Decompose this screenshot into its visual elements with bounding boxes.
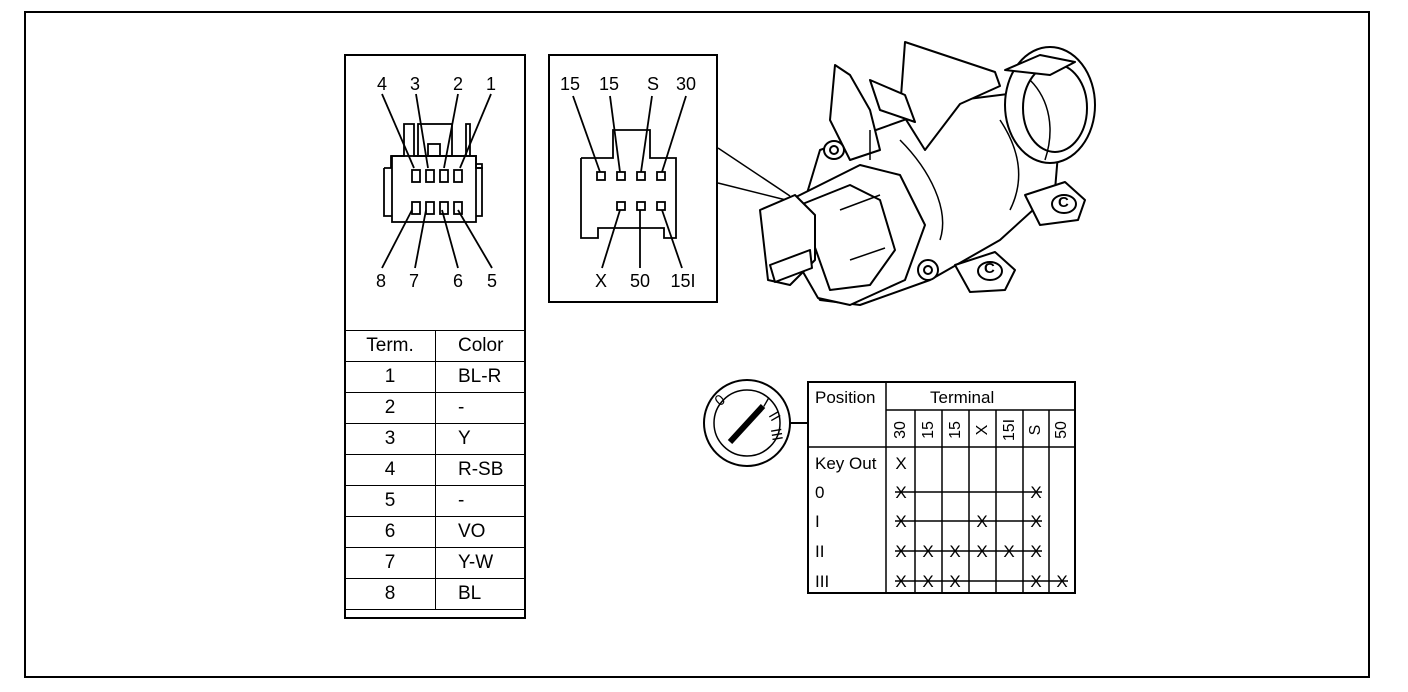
terminal-col-15i: 15I: [1001, 418, 1018, 442]
table-row: 2-: [344, 392, 526, 424]
connection-mark: X: [976, 512, 988, 531]
mount-mark-c-bottom: C: [984, 260, 995, 277]
connection-mark: X: [1056, 572, 1068, 591]
position-header: Position: [815, 388, 876, 407]
connection-mark: X: [895, 512, 907, 531]
left-pin-label-5: 5: [486, 271, 497, 291]
terminal-col-30: 30: [892, 421, 909, 439]
terminal-col-15b: 15: [947, 421, 964, 439]
connection-mark: X: [922, 542, 934, 561]
left-connector-face: [381, 93, 493, 269]
mid-pin-label-x: X: [594, 271, 607, 291]
position-terminal-table: [807, 381, 1076, 594]
term-cell: 6: [344, 516, 436, 548]
term-cell: 3: [344, 423, 436, 455]
color-header: Color: [435, 330, 526, 362]
term-cell: 5: [344, 485, 436, 517]
key-dial: [703, 379, 807, 467]
position-row-key-out: Key Out: [815, 454, 877, 473]
terminal-col-x: X: [974, 424, 991, 436]
connection-mark: X: [1003, 542, 1015, 561]
mid-connector-panel: [548, 54, 718, 303]
term-cell: 8: [344, 578, 436, 610]
term-cell: 4: [344, 454, 436, 486]
connection-mark: X: [895, 572, 907, 591]
connection-mark: X: [895, 483, 907, 502]
left-pin-label-2: 2: [452, 74, 463, 94]
left-pin-label-8: 8: [375, 271, 386, 291]
color-cell: BL-R: [435, 361, 526, 393]
position-connection-bars: [895, 491, 1068, 582]
color-cell: BL: [435, 578, 526, 610]
terminal-col-50: 50: [1053, 421, 1070, 439]
color-cell: Y-W: [435, 547, 526, 579]
left-pin-label-1: 1: [485, 74, 496, 94]
connection-mark: X: [1030, 572, 1042, 591]
terminal-col-15a: 15: [920, 421, 937, 439]
mid-pin-label-30: 30: [675, 74, 697, 94]
ignition-switch-illustration: [759, 41, 1096, 306]
connection-mark: X: [1030, 483, 1042, 502]
left-pin-label-6: 6: [452, 271, 463, 291]
left-pin-label-7: 7: [408, 271, 419, 291]
connection-mark: X: [1030, 512, 1042, 531]
left-pin-label-4: 4: [376, 74, 387, 94]
position-row-III: III: [815, 572, 830, 591]
connection-mark: X: [976, 542, 988, 561]
table-row: 5-: [344, 485, 526, 517]
term-cell: 7: [344, 547, 436, 579]
position-row-0: 0: [815, 483, 825, 502]
mid-pin-label-15b: 15: [598, 74, 620, 94]
position-row-II: II: [815, 542, 825, 561]
mid-pin-label-50: 50: [629, 271, 651, 291]
callout-leader: [717, 147, 791, 201]
term-cell: 2: [344, 392, 436, 424]
switch-detail-lines: [839, 79, 1051, 261]
color-cell: R-SB: [435, 454, 526, 486]
position-table-grid: [808, 382, 1075, 593]
term-header: Term.: [344, 330, 436, 362]
color-cell: -: [435, 392, 526, 424]
mid-pin-label-15i: 15I: [670, 271, 696, 291]
connection-mark: X: [895, 542, 907, 561]
connection-mark: X: [949, 572, 961, 591]
position-row-I: I: [815, 512, 820, 531]
mid-pin-label-s: S: [646, 74, 659, 94]
color-cell: -: [435, 485, 526, 517]
color-cell: Y: [435, 423, 526, 455]
terminal-col-s: S: [1027, 424, 1044, 436]
diagram-frame: [24, 11, 1370, 678]
connection-mark: X: [1030, 542, 1042, 561]
mid-pin-label-15a: 15: [559, 74, 581, 94]
left-pin-label-3: 3: [409, 74, 420, 94]
term-cell: 1: [344, 361, 436, 393]
connection-mark: X: [949, 542, 961, 561]
connection-mark: X: [895, 454, 907, 473]
terminal-header: Terminal: [930, 388, 995, 407]
table-header-row: Term. Color: [344, 330, 526, 362]
connection-mark: X: [922, 572, 934, 591]
color-cell: VO: [435, 516, 526, 548]
mount-mark-c-right: C: [1058, 194, 1069, 211]
mid-connector-face: [572, 95, 687, 269]
